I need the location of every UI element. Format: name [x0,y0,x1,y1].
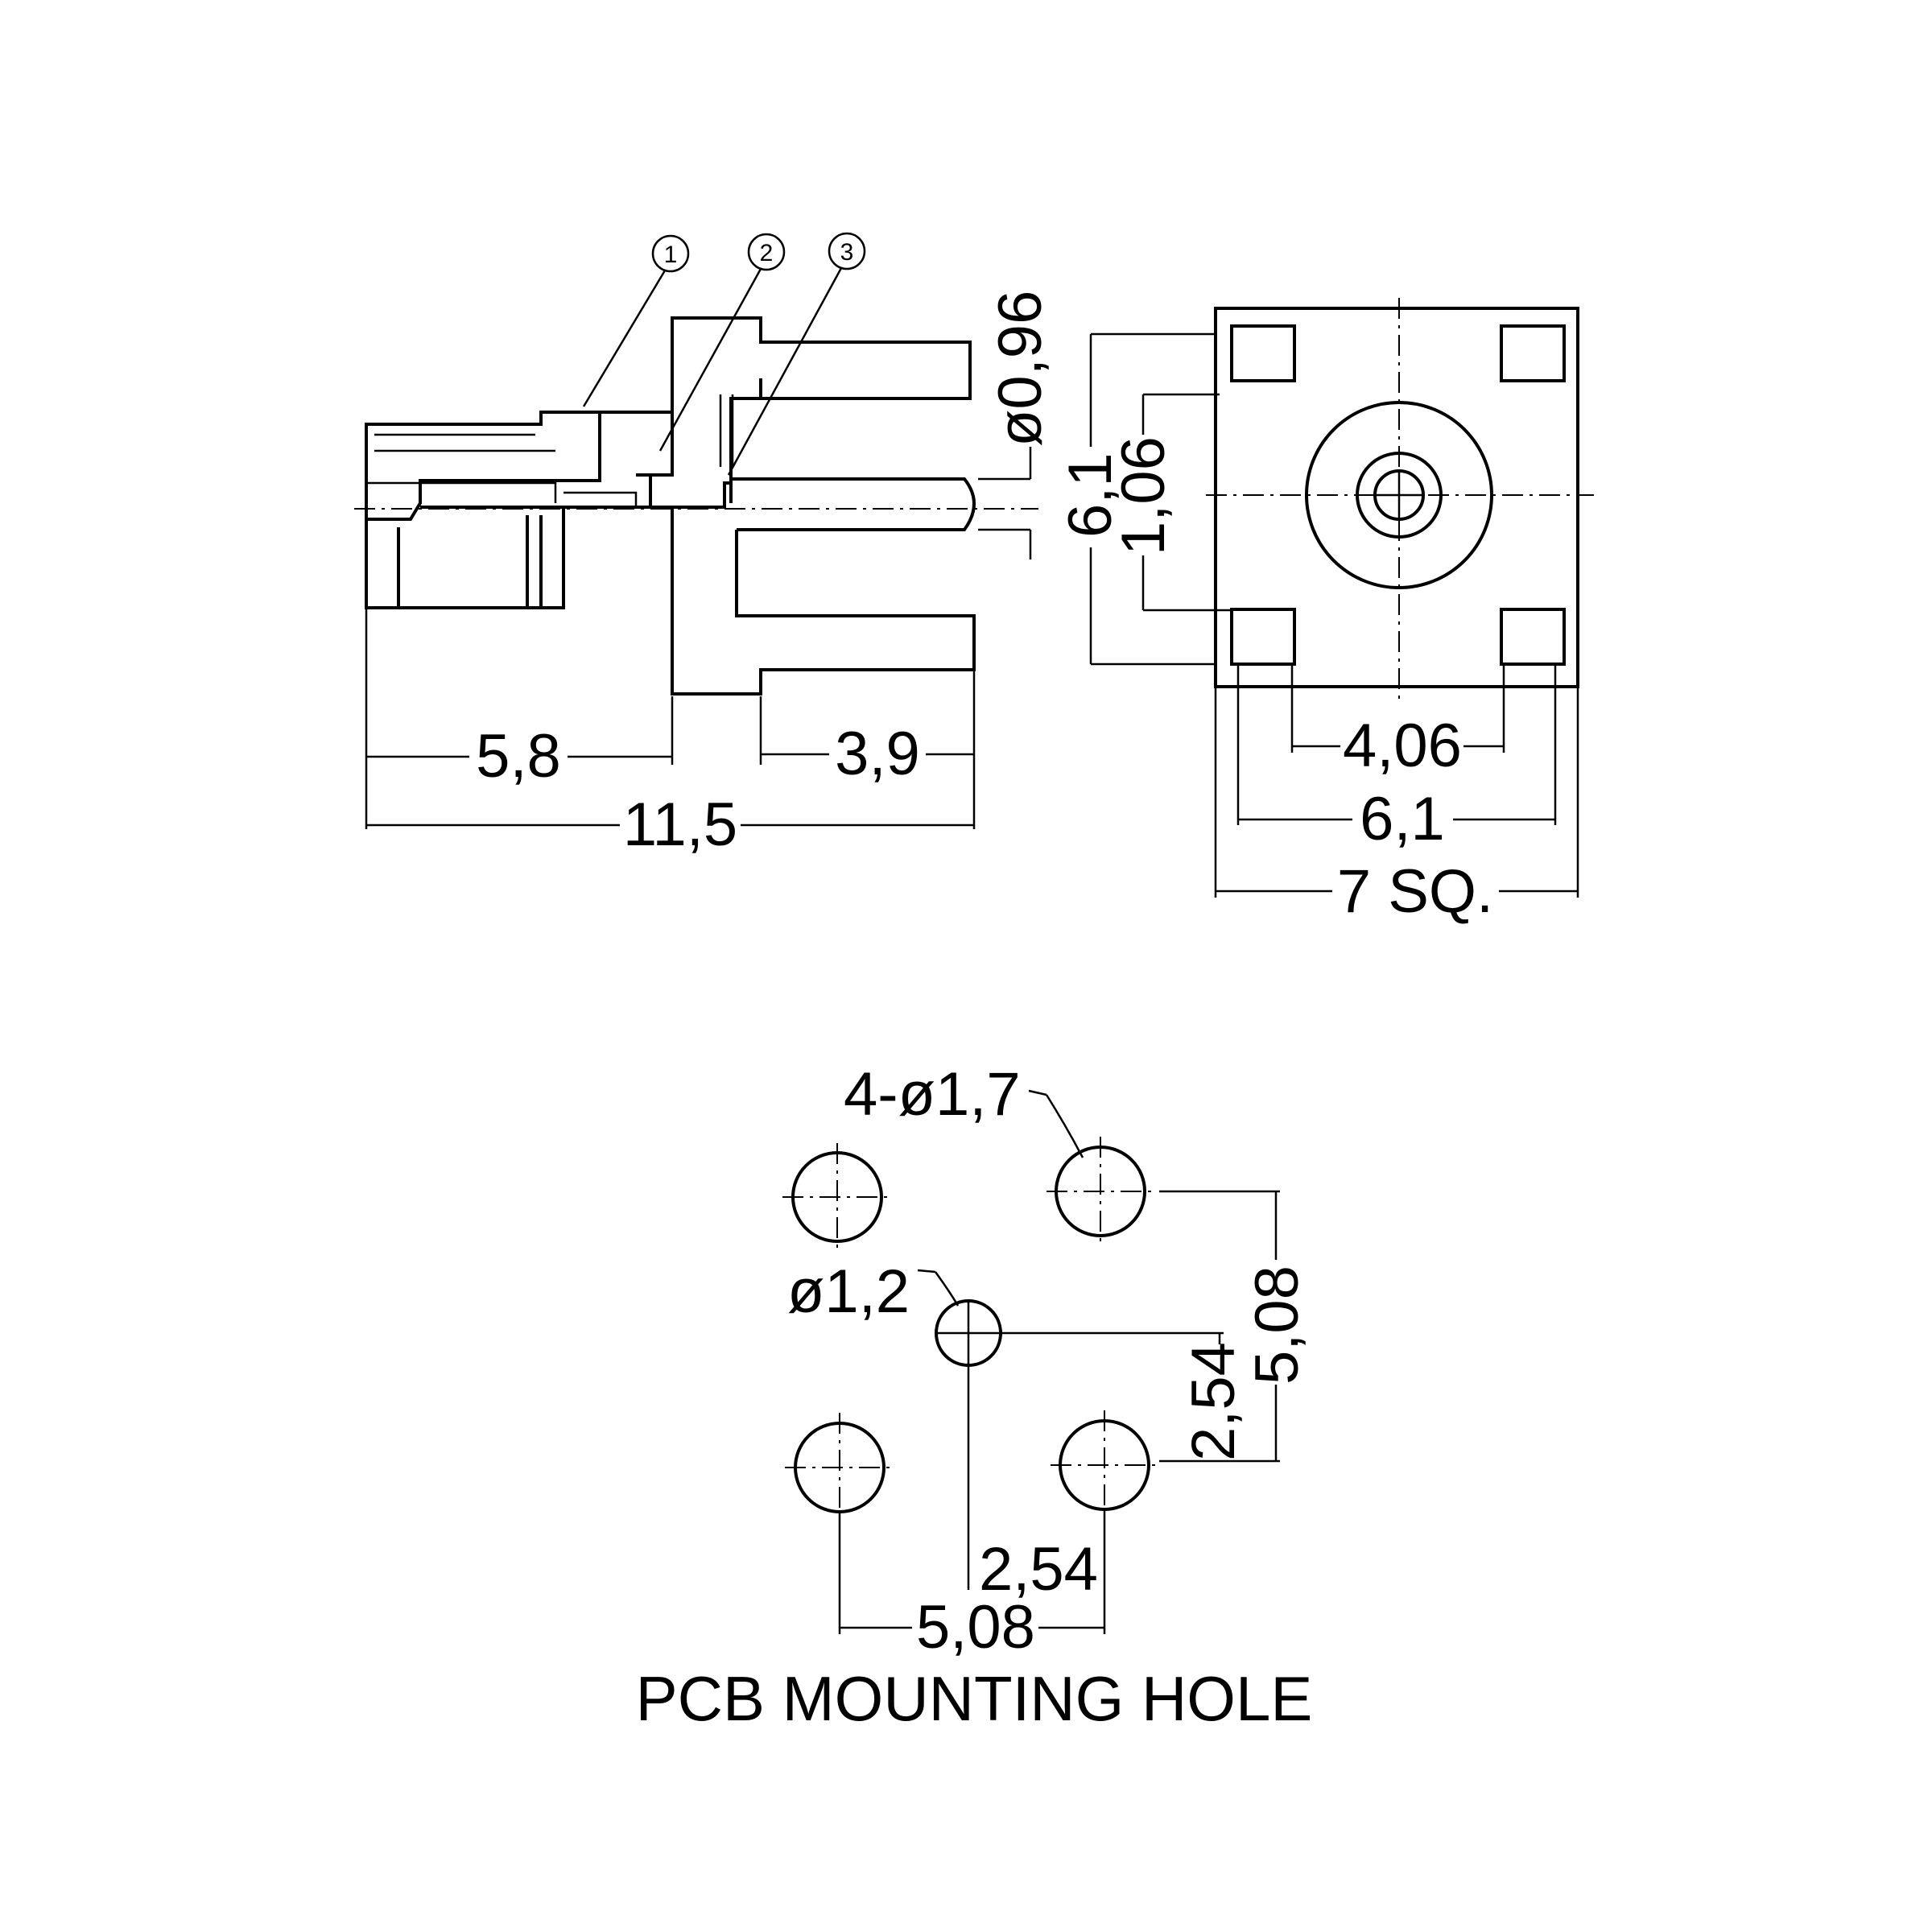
side-extension-lines [365,608,976,829]
dim-pin-length-label: 3,9 [835,720,920,788]
dim-body-length: 5,8 [366,722,672,791]
ground-hole-leader: 4-ø1,7 [844,1060,1084,1158]
dim-pad-span: 4,06 [1292,712,1504,780]
dim-pcb-h-full-label: 5,08 [916,1593,1035,1662]
dim-body-length-label: 5,8 [476,722,561,791]
dim-center-offset: 1,06 [1109,393,1232,612]
pad-top-left [1230,324,1296,382]
dim-center-offset-label: 1,06 [1109,436,1178,555]
callout-1: 1 [582,234,690,407]
callout-3: 3 [727,232,866,476]
dim-total-length-label: 11,5 [623,791,737,859]
ground-hole-top-left [782,1143,892,1252]
ground-hole-top-right [1046,1137,1155,1246]
ground-hole-bottom-left [785,1413,894,1521]
connector-body [354,316,1038,696]
callout-2: 2 [658,233,786,452]
dim-square: 7 SQ. [1216,857,1578,926]
ground-hole-label: 4-ø1,7 [844,1060,1021,1129]
side-view: 1 2 3 ø0,96 [354,232,1055,859]
center-hole-leader: ø1,2 [787,1257,960,1326]
dim-pad-span-label: 4,06 [1343,712,1462,780]
dim-square-label: 7 SQ. [1337,857,1493,926]
center-hole [935,1299,1002,1367]
dim-pin-diameter: ø0,96 [978,291,1055,559]
dim-pcb-h-full: 5,08 [840,1593,1104,1662]
dim-pin-diameter-label: ø0,96 [986,291,1055,447]
dim-total-length: 11,5 [366,791,974,859]
callout-2-label: 2 [760,240,774,266]
pad-bottom-right [1500,608,1566,666]
dim-pin-span: 6,1 [1238,785,1555,853]
dim-pcb-h-half-label: 2,54 [979,1535,1098,1604]
callout-1-label: 1 [664,242,678,268]
dim-front-height: 6,1 [1056,332,1216,666]
center-hole-label: ø1,2 [787,1257,910,1326]
pad-top-right [1500,324,1566,382]
ground-hole-bottom-right [1051,1410,1159,1520]
dim-pcb-v-half: 2,54 [1179,1333,1248,1461]
dim-pin-length: 3,9 [761,720,974,788]
dim-pcb-v-half-label: 2,54 [1179,1342,1248,1461]
dim-pcb-v-full: 5,08 [1243,1191,1311,1461]
dim-front-height-label: 6,1 [1056,452,1125,538]
dim-pcb-h-half: 2,54 [979,1535,1098,1604]
dim-pcb-v-full-label: 5,08 [1243,1265,1311,1385]
callout-3-label: 3 [840,239,854,266]
pcb-layout: 4-ø1,7 ø1,2 2,54 5,08 2,54 [636,1060,1313,1734]
pad-bottom-left [1230,608,1296,666]
front-view: 6,1 1,06 4,06 6,1 7 SQ. [1056,298,1594,926]
front-square-body [1214,307,1579,688]
dim-pin-span-label: 6,1 [1360,785,1445,853]
pcb-caption: PCB MOUNTING HOLE [636,1663,1313,1734]
